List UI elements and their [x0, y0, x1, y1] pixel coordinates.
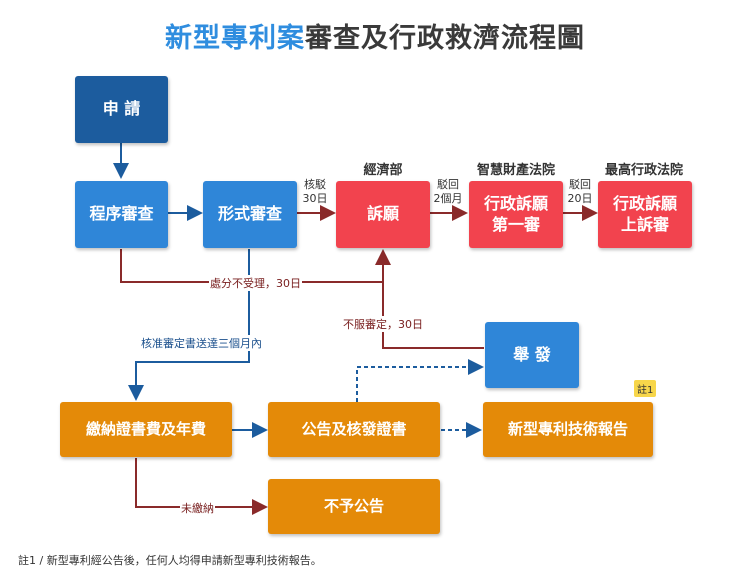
node-admin-appeal-line2: 上訴審 [620, 214, 669, 234]
node-announce: 公告及核發證書 [268, 402, 440, 457]
arrow-unpaid [135, 458, 268, 515]
node-procedure-review: 程序審查 [75, 181, 168, 248]
header-supreme-court: 最高行政法院 [604, 163, 683, 178]
footnote: 註1 / 新型專利經公告後，任何人均得申請新型專利技術報告。 [18, 554, 322, 567]
node-formal-review: 形式審查 [203, 181, 297, 248]
label-unpaid: 未繳納 [180, 500, 215, 516]
node-admin-appeal-line1: 行政訴願 [612, 193, 677, 213]
label-disposition: 處分不受理，30日 [209, 275, 302, 291]
node-apply: 申 請 [75, 76, 168, 143]
title-rest: 審查及行政救濟流程圖 [305, 23, 585, 54]
label-approval: 核准審定書送達三個月內 [140, 335, 263, 351]
title-highlight: 新型專利案 [165, 23, 305, 54]
node-pay-fees: 繳納證書費及年費 [60, 402, 232, 457]
arrow-dissatisfied [382, 266, 484, 349]
arrow-approval [128, 249, 250, 401]
arrow-announce-issue [356, 359, 484, 402]
node-admin-first-instance: 行政訴願 第一審 [469, 181, 563, 248]
header-ministry: 經濟部 [363, 163, 403, 178]
node-report-issue: 舉 發 [485, 322, 579, 388]
node-admin-appeal: 行政訴願 上訴審 [598, 181, 692, 248]
page-title: 新型專利案審查及行政救濟流程圖 [0, 16, 750, 55]
label-dissatisfied: 不服審定，30日 [342, 316, 424, 332]
node-no-announce: 不予公告 [268, 479, 440, 534]
node-admin-first-line2: 第一審 [491, 214, 540, 234]
header-ip-court: 智慧財產法院 [476, 163, 555, 178]
note-badge: 註1 [634, 380, 657, 397]
node-admin-first-line1: 行政訴願 [483, 193, 548, 213]
node-tech-report: 新型專利技術報告 [483, 402, 653, 457]
node-petition: 訴願 [336, 181, 430, 248]
